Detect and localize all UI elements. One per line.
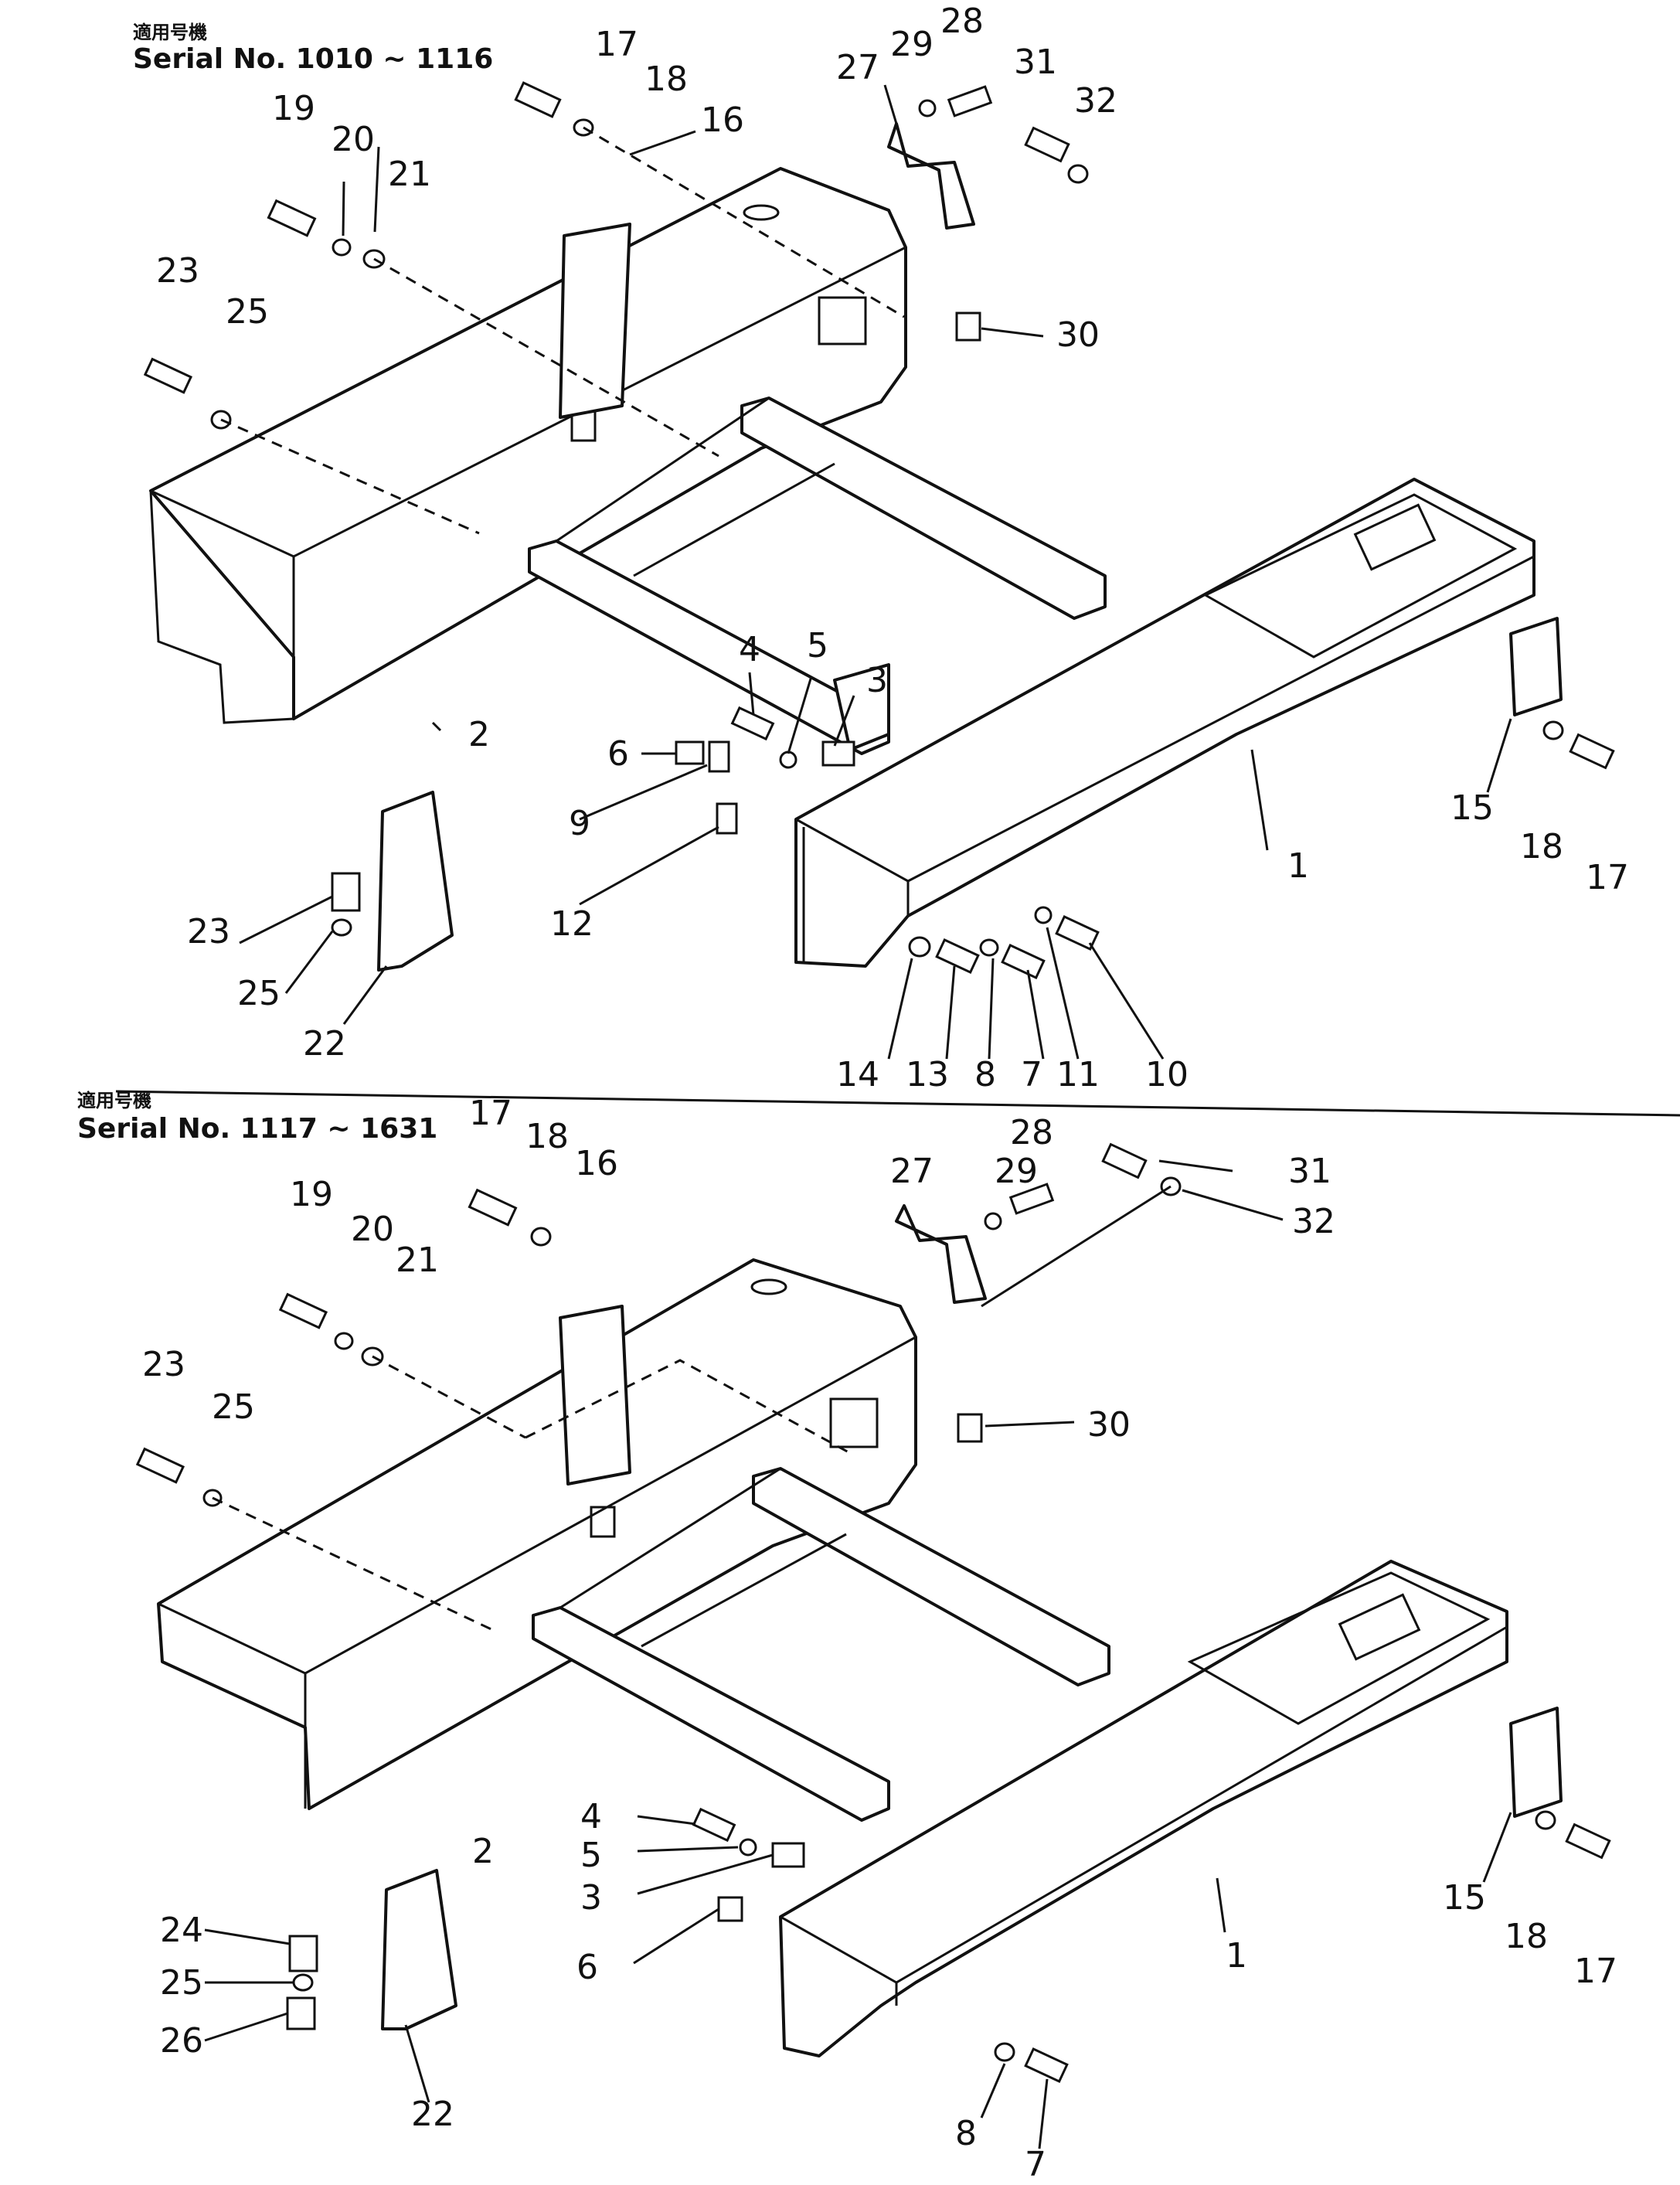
lower-callouts: 17 18 16 29 28 31 27 32 19 20 21 23 25 3… (142, 1094, 1617, 2184)
callout: 29 (890, 25, 934, 64)
callout: 23 (156, 251, 199, 291)
callout: 30 (1056, 315, 1100, 355)
callout: 18 (644, 60, 688, 99)
callout: 6 (576, 1948, 598, 1987)
callout: 31 (1014, 43, 1057, 82)
callout: 15 (1443, 1878, 1486, 1918)
callout: 19 (290, 1175, 333, 1214)
callout: 18 (1520, 827, 1563, 866)
callout: 8 (974, 1055, 996, 1094)
callout: 22 (303, 1024, 346, 1064)
handle-27 (895, 1204, 987, 1304)
callout: 1 (1287, 846, 1309, 886)
upper-callouts: 17 18 16 27 29 28 31 32 19 20 21 23 25 3… (156, 2, 1629, 1094)
callout: 5 (807, 626, 828, 665)
callout: 20 (351, 1210, 394, 1249)
cover-plate-15 (1509, 617, 1563, 716)
callout: 24 (160, 1911, 203, 1950)
callout: 5 (580, 1836, 602, 1875)
callout: 3 (866, 661, 888, 700)
callout: 12 (550, 904, 593, 944)
callout: 2 (472, 1832, 494, 1871)
upper-leaders (239, 84, 1512, 1060)
callout: 13 (906, 1055, 949, 1094)
upper-section: 適用号機 Serial No. 1010 ~ 1116 (133, 2, 1629, 1094)
handle-27 (887, 122, 975, 230)
callout: 18 (1505, 1917, 1548, 1956)
callout: 29 (995, 1152, 1038, 1191)
callout: 3 (580, 1878, 602, 1918)
callout: 25 (212, 1387, 255, 1427)
callout: 20 (332, 120, 375, 159)
callout: 21 (396, 1241, 439, 1280)
callout: 16 (575, 1144, 618, 1183)
callout: 21 (388, 155, 431, 194)
callout: 17 (595, 25, 638, 64)
callout: 31 (1288, 1152, 1331, 1191)
callout: 1 (1226, 1936, 1247, 1976)
callout: 26 (160, 2021, 203, 2061)
callout: 4 (580, 1797, 602, 1836)
bracket-22 (381, 1869, 457, 2030)
callout: 7 (1025, 2145, 1046, 2184)
callout: 17 (1586, 858, 1629, 897)
lower-serial-range: Serial No. 1117 ~ 1631 (77, 1113, 437, 1145)
callout: 30 (1087, 1405, 1131, 1445)
bracket-22 (377, 791, 454, 972)
callout: 4 (739, 630, 760, 669)
callout: 14 (836, 1055, 879, 1094)
callout: 8 (955, 2114, 977, 2153)
callout: 11 (1056, 1055, 1100, 1094)
frame-part-2 (149, 167, 1107, 755)
callout: 32 (1292, 1202, 1335, 1241)
frame-part-1 (779, 1560, 1508, 2057)
callout: 19 (272, 89, 315, 128)
cover-plate-15 (1509, 1707, 1563, 1818)
callout: 2 (468, 715, 490, 754)
callout: 7 (1021, 1055, 1042, 1094)
cover-plate-16 (559, 1305, 631, 1486)
callout: 32 (1074, 81, 1117, 121)
lower-section: 適用号機 Serial No. 1117 ~ 1631 (77, 1090, 1617, 2184)
callout: 15 (1450, 788, 1494, 828)
callout: 18 (525, 1117, 569, 1156)
callout: 23 (142, 1345, 185, 1384)
callout: 16 (701, 100, 744, 140)
frame-part-2 (157, 1258, 1110, 1822)
callout: 22 (411, 2095, 454, 2134)
callout: 17 (1574, 1952, 1617, 1991)
callout: 10 (1145, 1055, 1189, 1094)
cover-plate-16 (559, 223, 631, 419)
lower-header-label: 適用号機 (77, 1090, 151, 1111)
callout: 17 (469, 1094, 512, 1133)
lower-leaders (204, 1159, 1512, 2149)
callout: 28 (1010, 1113, 1053, 1152)
callout: 25 (160, 1963, 203, 2003)
callout: 6 (607, 734, 629, 774)
section-divider (115, 1090, 1680, 1117)
callout: 27 (836, 48, 879, 87)
callout: 9 (569, 804, 590, 843)
callout: 25 (226, 292, 269, 332)
callout: 25 (237, 974, 281, 1013)
frame-part-1 (794, 478, 1535, 968)
callout: 28 (940, 2, 984, 41)
upper-serial-range: Serial No. 1010 ~ 1116 (133, 43, 493, 75)
lower-fasteners (135, 1142, 1611, 2084)
upper-header-label: 適用号機 (133, 22, 207, 43)
callout: 27 (890, 1152, 934, 1191)
callout: 23 (187, 912, 230, 951)
